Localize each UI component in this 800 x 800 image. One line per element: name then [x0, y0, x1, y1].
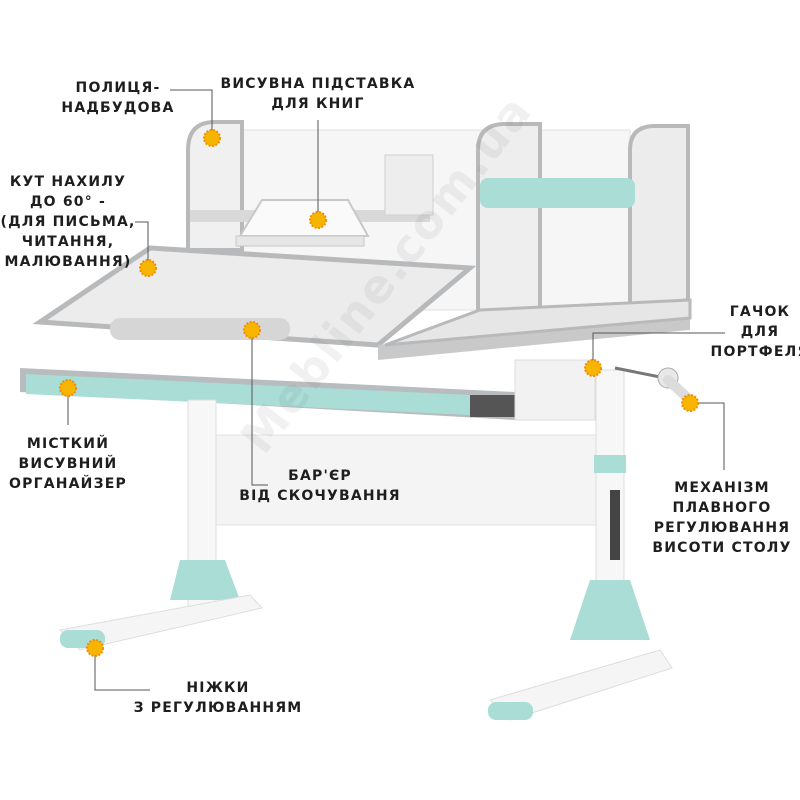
- book-stand: [235, 199, 370, 247]
- drawer-organizer: [20, 359, 596, 421]
- shelf-hutch: [186, 120, 690, 332]
- sun-marker-icon: [584, 359, 602, 377]
- label-line: ВИСОТИ СТОЛУ: [652, 540, 792, 556]
- label-line: ВИСУВНИЙ: [18, 456, 118, 472]
- label-line: З РЕГУЛЮВАННЯМ: [133, 700, 303, 716]
- sun-marker-icon: [139, 259, 157, 277]
- sun-marker-icon: [681, 394, 699, 412]
- label-shelf: ПОЛИЦЯ- НАДБУДОВА: [61, 78, 174, 118]
- label-line: ПОЛИЦЯ-: [75, 80, 161, 96]
- label-line: ВИСУВНА ПІДСТАВКА: [220, 76, 416, 92]
- label-line: ГАЧОК: [729, 304, 791, 320]
- label-line: КУТ НАХИЛУ: [9, 174, 127, 190]
- label-line: ОРГАНАЙЗЕР: [9, 476, 127, 492]
- label-line: НІЖКИ: [186, 680, 250, 696]
- label-line: ЧИТАННЯ,: [21, 234, 115, 250]
- label-line: РЕГУЛЮВАННЯ: [653, 520, 791, 536]
- label-line: ПЛАВНОГО: [672, 500, 772, 516]
- label-line: МАЛЮВАННЯ): [4, 254, 132, 270]
- sun-marker-icon: [243, 321, 261, 339]
- label-legs: НІЖКИ З РЕГУЛЮВАННЯМ: [134, 678, 303, 718]
- label-line: (ДЛЯ ПИСЬМА,: [0, 214, 136, 230]
- label-book-stand: ВИСУВНА ПІДСТАВКА ДЛЯ КНИГ: [221, 74, 416, 114]
- label-mechanism: МЕХАНІЗМ ПЛАВНОГО РЕГУЛЮВАННЯ ВИСОТИ СТО…: [652, 478, 791, 558]
- leader-lines: [67, 89, 725, 691]
- label-line: НАДБУДОВА: [61, 100, 175, 116]
- label-line: ДО 60° -: [29, 194, 107, 210]
- sun-marker-icon: [309, 211, 327, 229]
- label-line: ДЛЯ КНИГ: [271, 96, 365, 112]
- label-line: ВІД СКОЧУВАННЯ: [239, 488, 401, 504]
- sun-marker-icon: [59, 379, 77, 397]
- sun-marker-icon: [86, 639, 104, 657]
- label-organizer: МІСТКИЙ ВИСУВНИЙ ОРГАНАЙЗЕР: [9, 434, 127, 494]
- marker-icons: [59, 129, 699, 657]
- label-line: ДЛЯ: [740, 324, 780, 340]
- label-line: БАР'ЄР: [288, 468, 352, 484]
- sun-marker-icon: [203, 129, 221, 147]
- label-tilt: КУТ НАХИЛУ ДО 60° - (ДЛЯ ПИСЬМА, ЧИТАННЯ…: [0, 172, 135, 272]
- label-barrier: БАР'ЄР ВІД СКОЧУВАННЯ: [239, 466, 400, 506]
- label-hook: ГАЧОК ДЛЯ ПОРТФЕЛЯ: [711, 302, 800, 362]
- desk-frame: [58, 366, 695, 721]
- label-line: МІСТКИЙ: [26, 436, 110, 452]
- label-line: ПОРТФЕЛЯ: [710, 344, 800, 360]
- label-line: МЕХАНІЗМ: [674, 480, 770, 496]
